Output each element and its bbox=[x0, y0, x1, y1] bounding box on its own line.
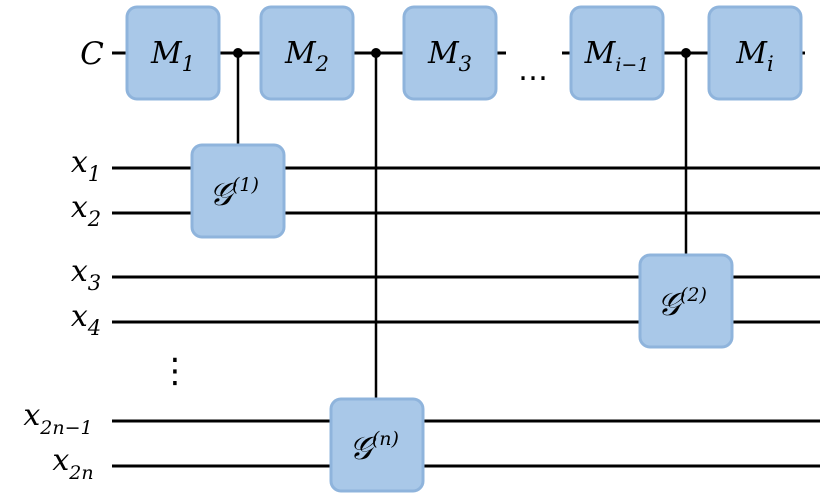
control-dot-g2 bbox=[681, 48, 691, 58]
gate-g2: 𝒢(2) bbox=[638, 253, 734, 349]
wire-label-x2n-1: x2n−1 bbox=[23, 398, 92, 439]
wire-label-x3: x3 bbox=[71, 254, 101, 295]
gate-g1: 𝒢(1) bbox=[190, 143, 286, 239]
svg-text:Mi−1: Mi−1 bbox=[584, 36, 650, 76]
control-dot-g1 bbox=[233, 48, 243, 58]
svg-text:𝒢(1): 𝒢(1) bbox=[209, 174, 259, 213]
svg-text:M3: M3 bbox=[427, 36, 472, 76]
svg-text:M2: M2 bbox=[284, 36, 329, 76]
gate-gn: 𝒢(n) bbox=[329, 397, 425, 493]
gate-m-i: Mi bbox=[707, 5, 803, 101]
control-dot-gn bbox=[371, 48, 381, 58]
svg-text:Mi: Mi bbox=[735, 36, 773, 76]
horizontal-ellipsis: … bbox=[518, 53, 548, 88]
gate-m-i-minus-1: Mi−1 bbox=[569, 5, 665, 101]
gate-m3: M3 bbox=[402, 5, 498, 101]
wire-label-x2n: x2n bbox=[52, 443, 93, 484]
wire-label-x4: x4 bbox=[71, 299, 101, 340]
vertical-ellipsis: ⋮ bbox=[158, 351, 192, 391]
svg-text:M1: M1 bbox=[150, 36, 195, 76]
gate-m2: M2 bbox=[259, 5, 355, 101]
wire-label-control: C bbox=[80, 36, 104, 72]
wire-label-x2: x2 bbox=[71, 190, 101, 231]
gate-m1: M1 bbox=[125, 5, 221, 101]
wire-label-x1: x1 bbox=[71, 145, 101, 186]
